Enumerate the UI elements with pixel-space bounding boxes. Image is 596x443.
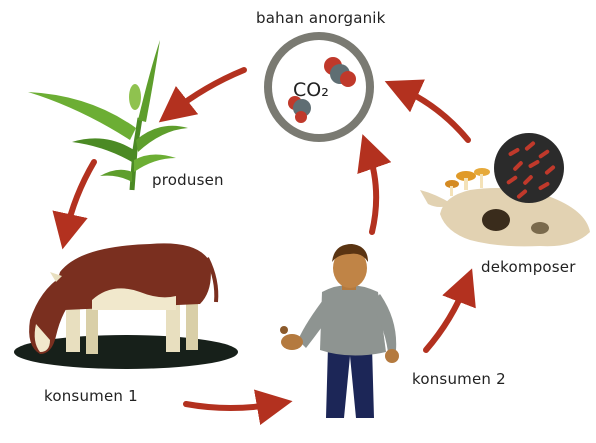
label-producer: produsen: [152, 171, 224, 189]
arrow-inorganic-to-producer: [172, 70, 244, 112]
corn-plant-icon: [28, 40, 188, 190]
cow-icon: [14, 243, 238, 369]
label-consumer-1: konsumen 1: [44, 387, 138, 405]
arrow-consumer2-to-decomposer: [426, 284, 466, 350]
co2-formula: CO₂: [293, 79, 329, 101]
arrow-consumer2-to-inorganic: [368, 150, 376, 232]
man-icon: [280, 244, 399, 418]
arrow-consumer1-to-consumer2: [186, 404, 276, 408]
label-consumer-2: konsumen 2: [412, 370, 506, 388]
co2-icon: CO₂: [268, 36, 370, 138]
label-inorganic: bahan anorganik: [256, 9, 386, 27]
bacteria-icon: [494, 133, 564, 203]
label-decomposer: dekomposer: [481, 258, 576, 276]
arrow-producer-to-consumer1: [66, 162, 94, 233]
arrow-decomposer-to-inorganic: [400, 88, 468, 140]
